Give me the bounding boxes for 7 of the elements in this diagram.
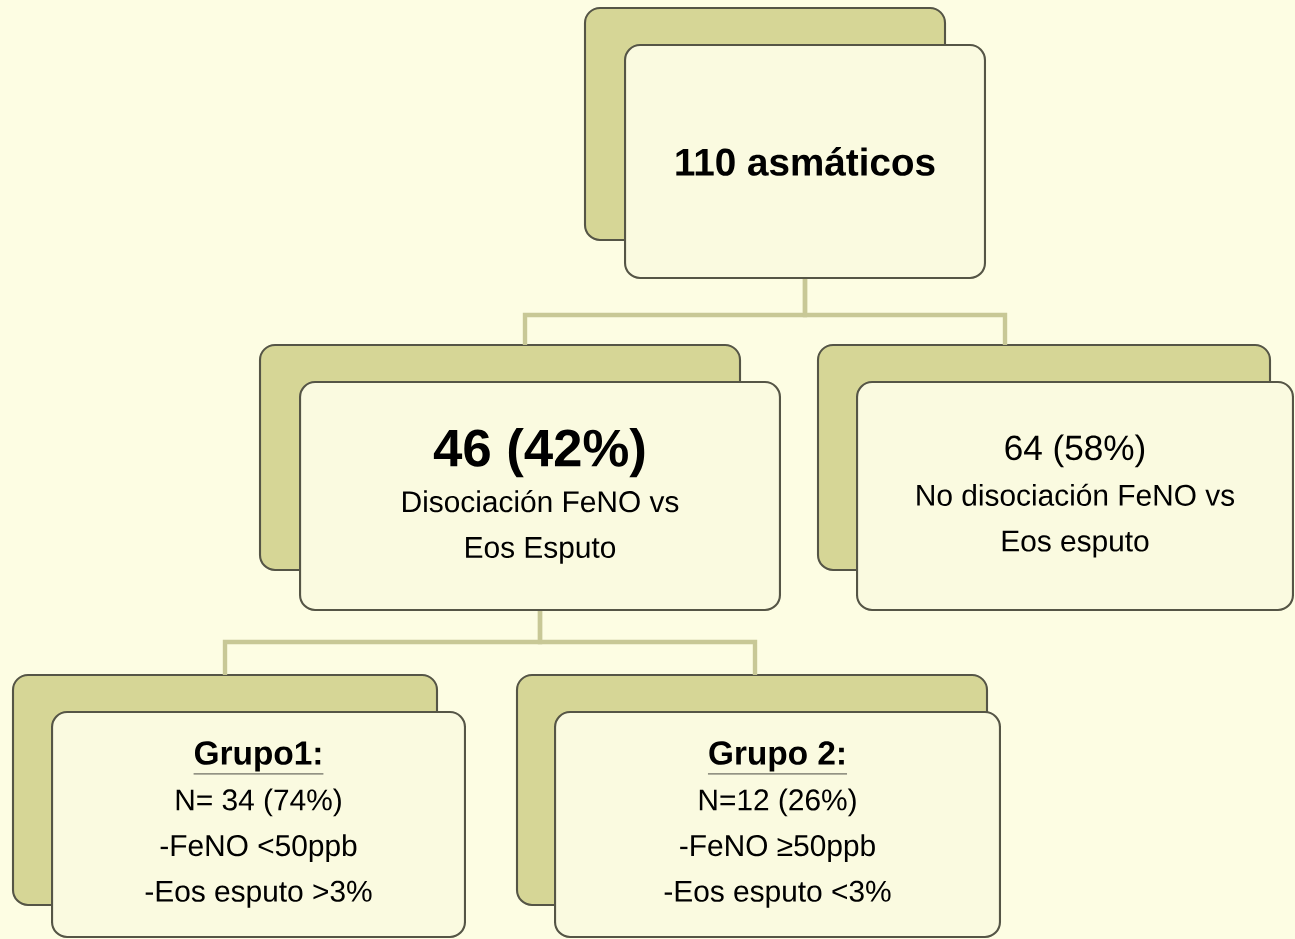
connector-line xyxy=(802,279,1008,345)
connector-line xyxy=(537,611,758,675)
card-stack: Grupo1: N= 34 (74%) -FeNO <50ppb -Eos esputo >3% xyxy=(11,673,467,938)
card-stack: 64 (58%) No disociación FeNO vs Eos esputo xyxy=(816,343,1294,611)
card-stack: 110 asmáticos xyxy=(583,6,987,279)
card-stack: 46 (42%) Disociación FeNO vs Eos Esputo xyxy=(258,343,781,611)
card-stack: Grupo 2: N=12 (26%) -FeNO ≥50ppb -Eos esputo <3% xyxy=(515,673,1001,938)
